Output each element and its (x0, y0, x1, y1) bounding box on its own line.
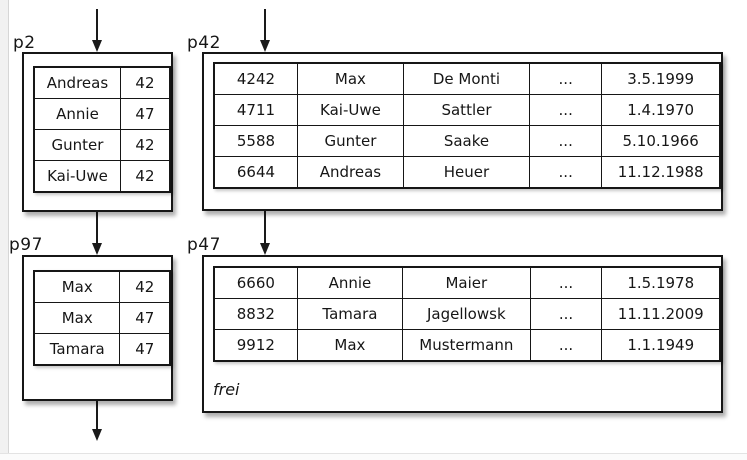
free-space-label: frei (213, 380, 240, 399)
table-cell: ... (529, 298, 603, 330)
table-cell: Andreas (33, 66, 121, 99)
table-cell: 4242 (213, 62, 298, 95)
index-table-p2: Andreas 42 Annie 47 Gunter 42 Kai-Uwe 42 (33, 66, 171, 193)
table-row: 4711 Kai-Uwe Sattler ... 1.4.1970 (213, 94, 721, 126)
table-row: Max 42 (33, 270, 171, 303)
table-cell: Kai-Uwe (33, 160, 121, 193)
record-table-p47: 6660 Annie Maier ... 1.5.1978 8832 Tamar… (213, 266, 721, 362)
table-cell: 1.1.1949 (601, 329, 721, 362)
arrow-p2-to-p97 (91, 212, 103, 255)
table-row: Andreas 42 (33, 66, 171, 99)
arrow-into-p42 (259, 9, 271, 52)
table-cell: Saake (402, 125, 531, 157)
table-cell: 6644 (213, 156, 298, 189)
page-box-p47: 6660 Annie Maier ... 1.5.1978 8832 Tamar… (202, 255, 723, 413)
table-cell: Kai-Uwe (296, 94, 404, 126)
table-cell: Gunter (296, 125, 404, 157)
table-row: Gunter 42 (33, 129, 171, 161)
table-cell: Heuer (402, 156, 531, 189)
table-cell: 47 (119, 302, 171, 334)
table-cell: Max (33, 302, 121, 334)
table-cell: 42 (119, 270, 171, 303)
table-cell: Tamara (296, 298, 404, 330)
table-cell: 8832 (213, 298, 298, 330)
table-cell: De Monti (402, 62, 531, 95)
table-cell: ... (529, 62, 603, 95)
table-cell: 5.10.1966 (601, 125, 721, 157)
table-cell: 1.4.1970 (601, 94, 721, 126)
table-cell: Mustermann (402, 329, 531, 362)
table-row: 4242 Max De Monti ... 3.5.1999 (213, 62, 721, 95)
table-row: 5588 Gunter Saake ... 5.10.1966 (213, 125, 721, 157)
table-cell: ... (529, 329, 603, 362)
table-cell: 11.11.2009 (601, 298, 721, 330)
table-cell: Annie (33, 98, 121, 130)
arrow-shaft (96, 9, 98, 40)
table-cell: ... (529, 266, 603, 299)
table-cell: Tamara (33, 333, 121, 366)
table-row: Max 47 (33, 302, 171, 334)
arrow-out-of-p97 (91, 401, 103, 441)
table-cell: 1.5.1978 (601, 266, 721, 299)
page-label-p42: p42 (187, 33, 221, 53)
table-cell: 42 (119, 160, 171, 193)
page-label-p97: p97 (9, 235, 43, 255)
table-cell: 47 (119, 98, 171, 130)
slide-bottom-edge (0, 453, 747, 460)
table-cell: 6660 (213, 266, 298, 299)
table-row: 8832 Tamara Jagellowsk ... 11.11.2009 (213, 298, 721, 330)
arrow-shaft (96, 212, 98, 243)
table-cell: 9912 (213, 329, 298, 362)
index-table-p97: Max 42 Max 47 Tamara 47 (33, 270, 171, 366)
table-cell: Annie (296, 266, 404, 299)
table-cell: 5588 (213, 125, 298, 157)
arrowhead-down-icon (92, 243, 102, 255)
record-table-p42: 4242 Max De Monti ... 3.5.1999 4711 Kai-… (213, 62, 721, 189)
table-cell: 11.12.1988 (601, 156, 721, 189)
table-row: Annie 47 (33, 98, 171, 130)
table-cell: Max (296, 329, 404, 362)
page-box-p2: Andreas 42 Annie 47 Gunter 42 Kai-Uwe 42 (22, 52, 173, 212)
arrow-shaft (264, 9, 266, 40)
arrowhead-down-icon (92, 40, 102, 52)
table-cell: 4711 (213, 94, 298, 126)
table-row: 6644 Andreas Heuer ... 11.12.1988 (213, 156, 721, 189)
table-cell: ... (529, 125, 603, 157)
table-cell: Andreas (296, 156, 404, 189)
table-cell: Gunter (33, 129, 121, 161)
table-cell: ... (529, 156, 603, 189)
table-cell: 42 (119, 66, 171, 99)
arrow-into-p2 (91, 9, 103, 52)
slide-left-edge (0, 0, 9, 460)
table-cell: 42 (119, 129, 171, 161)
arrowhead-down-icon (260, 243, 270, 255)
table-cell: Sattler (402, 94, 531, 126)
table-cell: Jagellowsk (402, 298, 531, 330)
table-cell: Max (33, 270, 121, 303)
table-cell: ... (529, 94, 603, 126)
arrow-shaft (96, 401, 98, 429)
table-cell: Max (296, 62, 404, 95)
arrowhead-down-icon (260, 40, 270, 52)
table-row: 9912 Max Mustermann ... 1.1.1949 (213, 329, 721, 362)
table-cell: 3.5.1999 (601, 62, 721, 95)
page-label-p2: p2 (13, 33, 36, 53)
arrow-shaft (264, 211, 266, 243)
page-box-p97: Max 42 Max 47 Tamara 47 (22, 255, 173, 401)
table-row: Tamara 47 (33, 333, 171, 366)
table-cell: 47 (119, 333, 171, 366)
arrow-p42-to-p47 (259, 211, 271, 255)
table-cell: Maier (402, 266, 531, 299)
arrowhead-down-icon (92, 429, 102, 441)
page-label-p47: p47 (187, 235, 221, 255)
page-box-p42: 4242 Max De Monti ... 3.5.1999 4711 Kai-… (202, 52, 723, 211)
table-row: Kai-Uwe 42 (33, 160, 171, 193)
table-row: 6660 Annie Maier ... 1.5.1978 (213, 266, 721, 299)
